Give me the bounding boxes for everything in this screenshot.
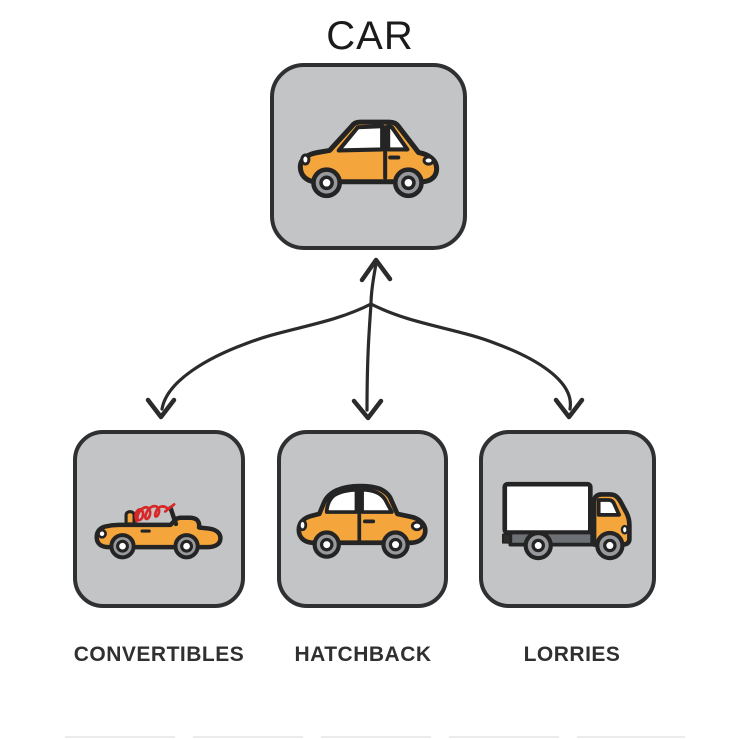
- convertible-taillight: [97, 528, 107, 539]
- car-front-wheel: [392, 167, 424, 199]
- convertible-front-wheel: [173, 532, 200, 559]
- convertible-red-scribble: [134, 502, 176, 523]
- node-lorries: [479, 430, 656, 608]
- car-icon: [297, 119, 439, 199]
- lorry-front-wheel: [594, 530, 624, 560]
- lorry-headlight: [620, 524, 629, 535]
- lorry-cargo-box: [501, 481, 593, 535]
- lorry-rear-wheel: [523, 530, 553, 560]
- hatchback-front-window: [359, 487, 394, 514]
- branch-arrows: [145, 257, 585, 421]
- arrowhead-down-center: [351, 398, 384, 421]
- lorry-truck-icon: [501, 481, 632, 560]
- car-front-window: [385, 124, 409, 152]
- label-convertibles: CONVERTIBLES: [73, 643, 245, 666]
- convertible-headrest: [124, 509, 136, 526]
- hatchback-front-wheel: [380, 529, 410, 559]
- hatchback-rear-window: [324, 487, 358, 514]
- lorry-mudflap: [501, 532, 511, 544]
- bottom-divider: [65, 736, 685, 738]
- label-hatchback: HATCHBACK: [294, 643, 432, 666]
- arrowhead-up-to-car: [359, 257, 393, 283]
- hatchback-headlight: [410, 520, 423, 531]
- arrowhead-down-left: [145, 397, 177, 420]
- connector-center: [365, 262, 378, 412]
- connector-left: [160, 302, 373, 411]
- diagram-title: CAR: [326, 14, 414, 58]
- hatchback-car-icon: [296, 483, 428, 559]
- node-convertibles: [73, 430, 245, 608]
- hatchback-rear-wheel: [312, 529, 341, 559]
- connector-right: [369, 302, 572, 411]
- arrowhead-down-right: [553, 397, 585, 420]
- convertible-windshield: [168, 505, 179, 526]
- car-body: [297, 119, 439, 185]
- hatchback-taillight: [297, 518, 307, 531]
- car-taillight: [299, 153, 310, 166]
- node-car: [270, 63, 467, 250]
- lorry-cab-window: [596, 497, 621, 517]
- convertible-rear-wheel: [109, 532, 136, 559]
- convertible-car-icon: [94, 502, 223, 559]
- car-headlight: [422, 155, 435, 166]
- car-rear-window: [336, 124, 384, 153]
- car-rear-wheel: [310, 167, 342, 199]
- node-hatchback: [277, 430, 448, 608]
- label-lorries: LORRIES: [523, 643, 621, 666]
